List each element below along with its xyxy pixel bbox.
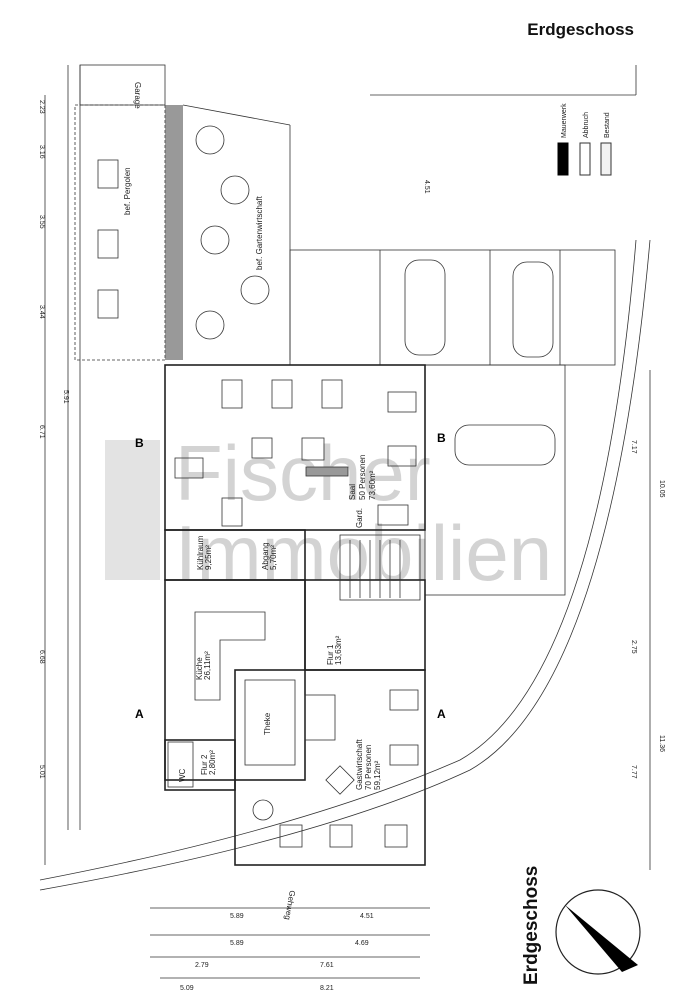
section-markers: B B A A [135, 431, 446, 721]
dim-label: 3.44 [38, 305, 45, 319]
legend: Mauerwerk Abbruch Bestand [557, 103, 612, 176]
dim-label: 5.89 [230, 940, 244, 947]
wc-name: WC [178, 768, 187, 782]
dim-label: 5.89 [230, 913, 244, 920]
kueche-name: Küche [195, 657, 204, 680]
gastwirtschaft-name: Gastwirtschaft [355, 739, 364, 790]
dimension-labels: 5.89 4.51 5.89 4.69 2.79 7.61 5.09 8.21 … [38, 100, 665, 992]
dim-label: 2.79 [195, 962, 209, 969]
kuehlraum-area: 9,25m² [204, 545, 213, 570]
flur1-name: Flur 1 [326, 644, 335, 665]
room-labels: Saal 50 Personen 73,60m² Kühlraum 9,25m²… [178, 455, 382, 921]
garage-label: Garage [133, 82, 142, 109]
abgang-area: 5,70m² [269, 545, 278, 570]
car-icon [404, 259, 446, 356]
gastwirtschaft-capacity: 70 Personen [364, 745, 373, 790]
dim-label: 6.71 [38, 425, 45, 439]
flur2-area: 2,80m² [208, 750, 217, 775]
saal-capacity: 50 Personen [358, 455, 367, 500]
dim-label: 8.21 [320, 985, 334, 992]
building [164, 364, 426, 866]
garten-label: bef. Gartenwirtschaft [255, 195, 264, 270]
dim-label: 10.05 [658, 480, 665, 498]
legend-mauerwerk: Mauerwerk [561, 103, 568, 138]
dim-label: 4.51 [360, 913, 374, 920]
car-icon [454, 424, 556, 466]
watermark: Fischer Immobilien [105, 429, 552, 597]
dim-label: 6.68 [38, 650, 45, 664]
pergola-label: bef. Pergolen [123, 167, 132, 215]
dim-label: 5.09 [180, 985, 194, 992]
dim-label: 3.55 [38, 215, 45, 229]
pergola-zone: Garage bef. Pergolen bef. Gartenwirtscha… [74, 64, 291, 361]
watermark-line2: Immobilien [175, 509, 552, 597]
flur1-area: 13,63m² [334, 635, 343, 665]
dim-label: 2.75 [630, 640, 637, 654]
dimension-lines [44, 95, 651, 979]
section-b-right: B [437, 431, 446, 445]
theke-name: Theke [263, 712, 272, 735]
north-arrow-icon [555, 889, 641, 975]
saal-area: 73,60m² [368, 470, 377, 500]
room-flur2 [164, 739, 236, 791]
dim-label: 3.16 [38, 145, 45, 159]
legend-bestand: Bestand [604, 112, 611, 138]
dim-label: 7.77 [630, 765, 637, 779]
site-lines [39, 65, 651, 891]
section-a-left: A [135, 707, 144, 721]
abgang-name: Abgang [261, 542, 270, 570]
legend-abbruch: Abbruch [583, 112, 590, 138]
section-a-right: A [437, 707, 446, 721]
page-title: Erdgeschoss [527, 20, 634, 39]
gastwirtschaft-area: 59,12m² [373, 760, 382, 790]
dim-label: 4.51 [423, 180, 430, 194]
gehweg-label: Gehweg [283, 890, 297, 921]
kuehlraum-name: Kühlraum [196, 535, 205, 570]
dim-label: 11.36 [658, 735, 665, 752]
section-b-left: B [135, 436, 144, 450]
saal-name: Saal [348, 484, 357, 500]
plan-label: Erdgeschoss [521, 866, 542, 985]
parking [289, 249, 616, 596]
dim-label: 5.01 [38, 765, 45, 779]
watermark-line1: Fischer [175, 429, 431, 517]
dim-label: 2.23 [38, 100, 45, 114]
dim-label: 7.17 [630, 440, 637, 454]
dim-label: 4.69 [355, 940, 369, 947]
dim-label: 5.91 [62, 390, 69, 404]
kueche-area: 26,11m² [203, 651, 212, 680]
flur2-name: Flur 2 [200, 754, 209, 775]
dim-label: 7.61 [320, 962, 334, 969]
car-icon [512, 261, 554, 358]
garderobe-name: Gard. [355, 508, 364, 528]
